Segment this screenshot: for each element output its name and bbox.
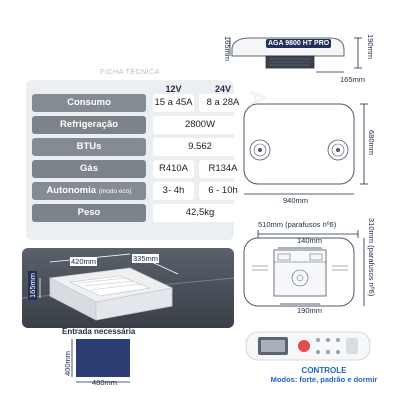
dim-depth: 680mm	[367, 130, 376, 156]
column-24v: 24V	[214, 84, 231, 94]
value-24v: 8 a 28A	[199, 94, 247, 112]
side-view-drawing	[229, 37, 362, 73]
value-12v: 15 a 45A	[153, 94, 194, 112]
spec-row-btus: BTUs 9.562	[26, 138, 247, 156]
product-photo	[22, 248, 234, 328]
dim-photo-height: 165mm	[28, 270, 37, 300]
row-label: Consumo	[32, 94, 146, 112]
column-12v: 12V	[165, 84, 182, 94]
spec-row-gas: Gás R410A R134A	[26, 160, 247, 178]
row-label: Peso	[32, 204, 146, 222]
dim-width-screws: 510mm (parafusos nº6)	[258, 220, 337, 229]
dim-opening-height: 400mm	[63, 350, 72, 376]
dim-depth-screws: 310mm (parafusos nº6)	[367, 218, 376, 297]
opening-dims-drawing	[71, 339, 130, 383]
value-12v: R410A	[153, 160, 194, 178]
value-24v: R134A	[199, 160, 247, 178]
dim-photo-depth: 335mm	[132, 254, 160, 263]
opening-swatch	[76, 339, 130, 377]
row-label: Refrigeração	[32, 116, 146, 134]
row-label: Gás	[32, 160, 146, 178]
value: 2800W	[153, 116, 247, 134]
model-badge: AGA 9800 HT PRO	[266, 39, 332, 48]
dim-photo-width: 420mm	[70, 257, 98, 266]
value-12v: 3- 4h	[153, 182, 194, 200]
bottom-view-drawing	[243, 230, 365, 307]
top-view-drawing	[243, 103, 368, 195]
value: 9.562	[153, 138, 247, 156]
value: 42,5kg	[153, 204, 247, 222]
dim-height-top: 165mm	[223, 36, 232, 62]
spec-row-peso: Peso 42,5kg	[26, 204, 247, 222]
dim-inner-width: 140mm	[297, 236, 323, 245]
spec-caption: FICHA TÉCNICA	[100, 69, 160, 76]
row-label-text: Autonomia	[46, 185, 97, 196]
spec-row-refrigeracao: Refrigeração 2800W	[26, 116, 247, 134]
controle-modes: Modos: forte, padrão e dormir	[270, 375, 378, 384]
row-label: Autonomia (modo eco)	[32, 182, 146, 200]
dim-inner-depth: 190mm	[297, 306, 323, 315]
dim-opening-width: 480mm	[92, 378, 118, 387]
row-label: BTUs	[32, 138, 146, 156]
spec-row-autonomia: Autonomia (modo eco) 3- 4h 6 - 10h	[26, 182, 247, 200]
value-24v: 6 - 10h	[199, 182, 247, 200]
controle-title: CONTROLE	[301, 366, 347, 375]
row-label-note: (modo eco)	[98, 188, 132, 195]
dim-width-bottom: 165mm	[340, 75, 366, 84]
opening-title: Entrada necessária	[62, 327, 136, 336]
remote-control-image	[245, 331, 371, 361]
dim-height-total: 190mm	[366, 34, 375, 60]
dim-width: 940mm	[283, 196, 309, 205]
spec-row-consumo: Consumo 15 a 45A 8 a 28A	[26, 94, 247, 112]
